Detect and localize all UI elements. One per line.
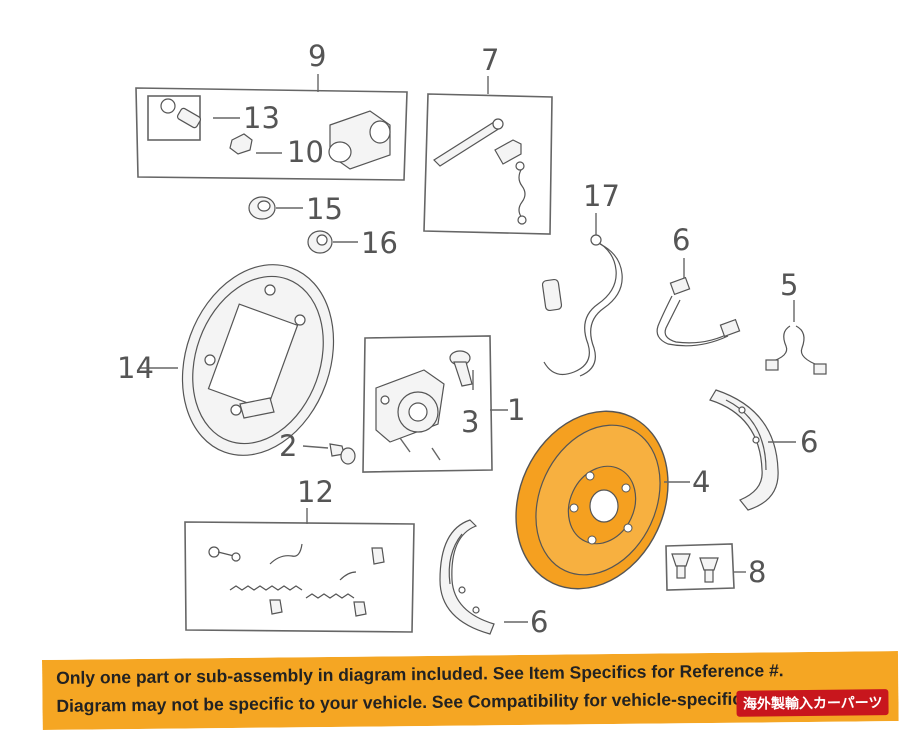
hub-bearing-assembly xyxy=(362,335,508,473)
grommet-14 xyxy=(307,230,358,254)
callout-13: 15 xyxy=(306,192,343,226)
callout-10: 10 xyxy=(287,135,324,169)
callout-8: 12 xyxy=(297,475,334,509)
banner-background xyxy=(42,651,899,730)
callout-14: 16 xyxy=(361,226,398,260)
callout-2: 2 xyxy=(279,429,297,463)
brake-shoe-6-lower xyxy=(439,519,528,635)
group-9-wheel-cylinder-kit xyxy=(135,74,408,181)
backing-plate-12 xyxy=(140,264,335,456)
callout-4: 4 xyxy=(692,465,710,499)
disclaimer-banner: Only one part or sub-assembly in diagram… xyxy=(42,651,899,730)
bolt-kit-5 xyxy=(665,543,746,591)
callout-3: 3 xyxy=(461,405,479,439)
callout-15: 17 xyxy=(583,179,620,213)
callout-1: 1 xyxy=(507,393,525,427)
callout-17: 6 xyxy=(672,223,690,257)
grommet-13 xyxy=(248,196,303,220)
callout-6-lower: 6 xyxy=(530,605,548,639)
callout-11: 13 xyxy=(243,101,280,135)
bolt-2 xyxy=(302,443,356,465)
callout-9: 9 xyxy=(308,39,326,73)
callout-6-upper: 6 xyxy=(800,425,818,459)
callout-5: 8 xyxy=(748,555,766,589)
brake-line-16 xyxy=(765,300,827,375)
hardware-kit-8 xyxy=(184,508,415,633)
brake-drum-4 xyxy=(515,410,690,590)
seller-badge: 海外製輸入カーパーツ xyxy=(736,689,889,717)
callout-7: 7 xyxy=(481,43,499,77)
brake-hose-17 xyxy=(656,258,741,347)
callout-16: 5 xyxy=(780,268,798,302)
callout-12: 14 xyxy=(117,351,154,385)
group-7-adjuster-kit xyxy=(423,76,553,235)
brake-shoe-6-upper xyxy=(709,389,796,511)
abs-sensor-15 xyxy=(541,213,623,377)
